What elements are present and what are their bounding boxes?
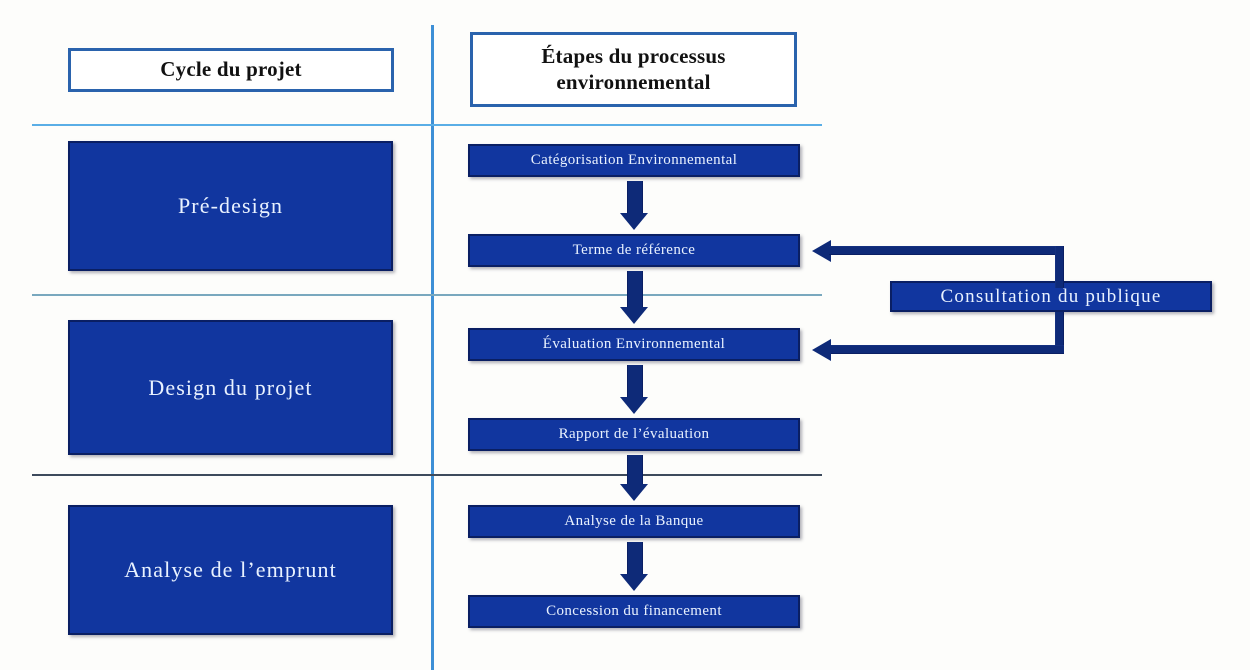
- step-box-analyse-banque[interactable]: Analyse de la Banque: [468, 505, 800, 538]
- flow-arrow-down-icon-1: [620, 181, 648, 230]
- step-box-concession[interactable]: Concession du financement: [468, 595, 800, 628]
- flow-arrow-down-icon-5: [620, 542, 648, 591]
- stage-box-design-du-projet[interactable]: Design du projet: [68, 320, 393, 455]
- stage-box-pre-design[interactable]: Pré-design: [68, 141, 393, 271]
- header-etapes-du-processus: Étapes du processus environnemental: [470, 32, 797, 107]
- flow-arrow-down-icon-2: [620, 271, 648, 324]
- header-process-line2: environnemental: [556, 69, 711, 94]
- header-process-line1: Étapes du processus: [541, 43, 726, 68]
- phase-divider-2: [32, 294, 822, 296]
- feedback-arrow-consultation-to-terme-de-reference: [812, 240, 1072, 288]
- step-label-concession: Concession du financement: [546, 603, 722, 619]
- step-label-terme-de-reference: Terme de référence: [572, 242, 696, 258]
- step-box-rapport[interactable]: Rapport de l’évaluation: [468, 418, 800, 451]
- phase-divider-3: [32, 474, 822, 476]
- step-box-categorisation[interactable]: Catégorisation Environnemental: [468, 144, 800, 177]
- stage-label-pre-design: Pré-design: [177, 193, 284, 218]
- flow-arrow-down-icon-3: [620, 365, 648, 414]
- step-label-evaluation: Évaluation Environnemental: [542, 336, 726, 352]
- arrowhead-left-icon: [812, 339, 831, 361]
- header-process-label: Étapes du processus environnemental: [541, 44, 725, 95]
- header-cycle-label: Cycle du projet: [160, 57, 302, 82]
- header-cycle-du-projet: Cycle du projet: [68, 48, 394, 92]
- side-box-label-consultation: Consultation du publique: [940, 285, 1162, 307]
- step-label-analyse-banque: Analyse de la Banque: [564, 513, 704, 529]
- stage-label-analyse-de-l-emprunt: Analyse de l’emprunt: [124, 557, 337, 582]
- step-box-evaluation[interactable]: Évaluation Environnemental: [468, 328, 800, 361]
- side-box-consultation-du-publique[interactable]: Consultation du publique: [890, 281, 1212, 312]
- step-box-terme-de-reference[interactable]: Terme de référence: [468, 234, 800, 267]
- stage-box-analyse-de-l-emprunt[interactable]: Analyse de l’emprunt: [68, 505, 393, 635]
- flow-arrow-down-icon-4: [620, 455, 648, 501]
- step-label-categorisation: Catégorisation Environnemental: [530, 152, 738, 168]
- phase-divider-1: [32, 124, 822, 126]
- column-separator-vertical: [431, 25, 434, 670]
- feedback-arrow-consultation-to-evaluation: [812, 312, 1072, 361]
- arrowhead-left-icon: [812, 240, 831, 262]
- stage-label-design-du-projet: Design du projet: [148, 374, 313, 400]
- step-label-rapport: Rapport de l’évaluation: [558, 426, 710, 442]
